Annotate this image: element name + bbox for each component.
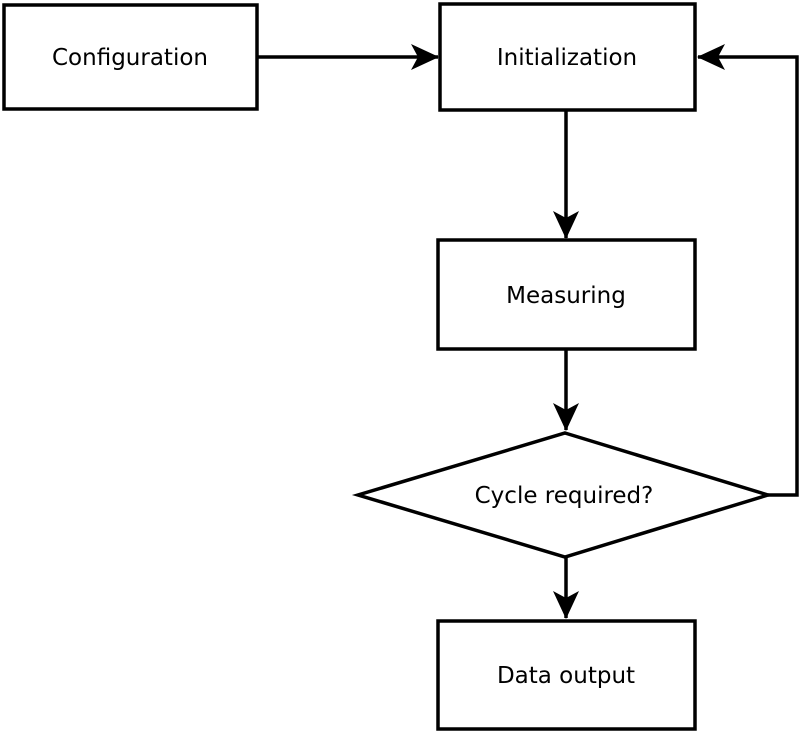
edge-cycle-required-to-initialization-loop [697, 44, 799, 497]
node-cycle-required [351, 431, 774, 559]
node-configuration-label: Configuration [52, 45, 208, 71]
node-initialization-label: Initialization [497, 45, 637, 71]
node-data-output-label: Data output [497, 663, 635, 689]
node-measuring [436, 238, 697, 351]
node-cycle-required-label: Cycle required? [475, 483, 654, 509]
node-data-output [436, 619, 697, 731]
node-measuring-label: Measuring [506, 283, 626, 309]
node-configuration [2, 3, 259, 111]
node-initialization [438, 2, 697, 112]
